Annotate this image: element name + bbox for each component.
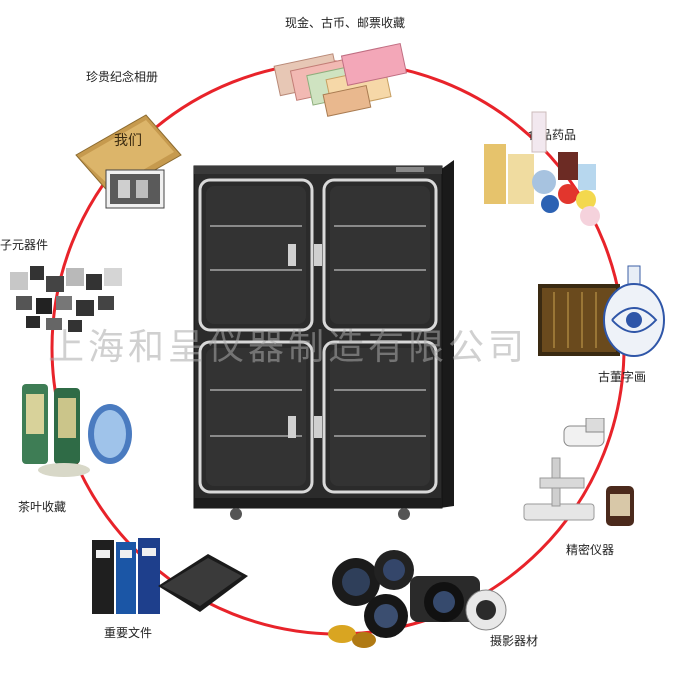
label-electronics: 子元器件 <box>0 238 49 252</box>
door-bottom-right <box>314 340 438 494</box>
tea-image <box>22 384 132 477</box>
dry-cabinet <box>193 160 454 520</box>
money-image <box>273 42 408 117</box>
label-docs: 重要文件 <box>104 626 153 640</box>
door-bottom-left <box>198 340 314 494</box>
docs-image <box>92 538 248 614</box>
brand-plate <box>396 167 424 172</box>
label-money: 现金、古币、邮票收藏 <box>285 16 406 30</box>
wheel-left <box>230 508 242 520</box>
watermark: 上海和呈仪器制造有限公司 <box>48 327 529 368</box>
label-album: 珍贵纪念相册 <box>86 70 159 84</box>
food-image <box>484 111 600 226</box>
door-top-right <box>314 178 438 332</box>
album-text: 我们 <box>114 133 142 149</box>
door-top-left <box>198 178 314 332</box>
wheel-right <box>398 508 410 520</box>
instrument-image <box>523 418 634 526</box>
antique-image <box>538 265 665 357</box>
label-instrument: 精密仪器 <box>566 543 615 557</box>
album-image: 我们 <box>75 114 182 209</box>
camera-image <box>328 550 507 648</box>
label-camera: 摄影器材 <box>490 634 539 648</box>
label-tea: 茶叶收藏 <box>18 500 67 514</box>
electronics-image <box>10 266 122 332</box>
label-antique: 古董字画 <box>598 370 647 384</box>
